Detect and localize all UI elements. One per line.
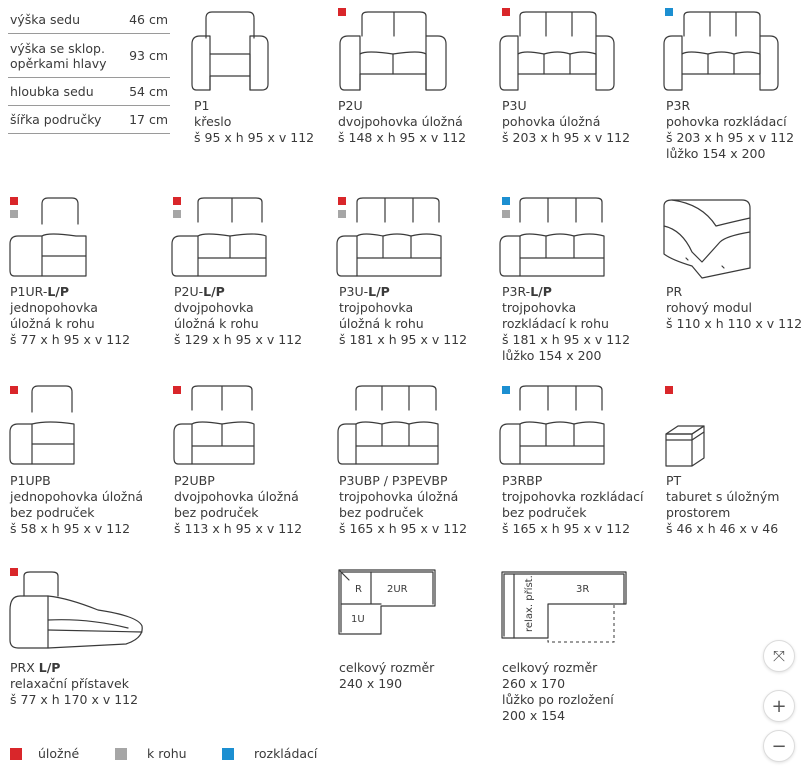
marker-sofa-bed	[665, 8, 673, 16]
armchair-p1-drawing	[191, 11, 269, 91]
marker-corner	[338, 210, 346, 218]
corner-module-pr-drawing	[663, 199, 751, 279]
dim-value: 46 cm	[127, 6, 170, 34]
layout-diagram-1: R 2UR 1U	[338, 569, 436, 635]
zoom-in-button[interactable]: +	[763, 690, 795, 722]
layout-diagram-2: relax. příst. 3R	[501, 571, 627, 643]
dim-label: výška sedu	[8, 6, 128, 34]
ottoman-pt-drawing	[665, 425, 705, 467]
plus-icon: +	[771, 695, 787, 717]
legend-swatch-corner	[115, 748, 127, 760]
sofa-p3ur-drawing	[336, 197, 442, 277]
marker-corner	[173, 210, 181, 218]
sofa-p3u-drawing	[499, 11, 615, 91]
layout-label-r: R	[355, 584, 362, 595]
sofa-p1ur-drawing	[9, 197, 87, 277]
sofa-p3r-drawing	[663, 11, 779, 91]
marker-storage	[502, 8, 510, 16]
dim-label: šířka područky	[8, 105, 128, 134]
sofa-p2u-drawing	[339, 11, 447, 91]
fit-to-screen-button[interactable]: ⤧	[763, 640, 795, 672]
marker-storage	[338, 197, 346, 205]
layout-label-1u: 1U	[351, 614, 365, 625]
dim-value: 54 cm	[127, 77, 170, 106]
item-desc: křeslo	[194, 114, 232, 129]
item-code: P1	[194, 98, 210, 113]
marker-storage	[338, 8, 346, 16]
sofa-p2ubp-drawing	[173, 385, 255, 465]
marker-storage	[173, 197, 181, 205]
minus-icon: −	[771, 735, 787, 757]
marker-corner	[502, 210, 510, 218]
layout-label-2ur: 2UR	[387, 584, 408, 595]
dim-label: hloubka sedu	[8, 77, 128, 106]
relax-module-prx-drawing	[9, 571, 143, 649]
legend-label-corner: k rohu	[147, 746, 187, 761]
zoom-out-button[interactable]: −	[763, 730, 795, 762]
dim-value: 17 cm	[127, 105, 170, 134]
legend-label-storage: úložné	[38, 746, 80, 761]
sofa-p3rr-drawing	[499, 197, 605, 277]
marker-storage	[173, 386, 181, 394]
fit-icon: ⤧	[772, 647, 785, 665]
sofa-p3rbp-drawing	[499, 385, 605, 465]
sofa-p1upb-drawing	[9, 385, 75, 465]
caption-p1: P1 křeslo š 95 x h 95 x v 112	[194, 98, 314, 146]
marker-corner	[10, 210, 18, 218]
legend-label-sofa-bed: rozkládací	[254, 746, 318, 761]
marker-storage	[10, 197, 18, 205]
layout-label-3r: 3R	[576, 584, 589, 595]
marker-storage	[665, 386, 673, 394]
layout-label-relax: relax. příst.	[523, 575, 535, 632]
marker-storage	[10, 386, 18, 394]
sofa-p2ur-drawing	[171, 197, 267, 277]
item-size: š 95 x h 95 x v 112	[194, 130, 315, 145]
marker-sofa-bed	[502, 197, 510, 205]
dim-value: 93 cm	[127, 33, 170, 78]
legend-swatch-storage	[10, 748, 22, 760]
dim-label: výška se sklop. opěrkami hlavy	[8, 33, 128, 78]
legend-swatch-sofa-bed	[222, 748, 234, 760]
sofa-p3ubp-drawing	[337, 385, 439, 465]
marker-sofa-bed	[502, 386, 510, 394]
marker-storage	[10, 568, 18, 576]
